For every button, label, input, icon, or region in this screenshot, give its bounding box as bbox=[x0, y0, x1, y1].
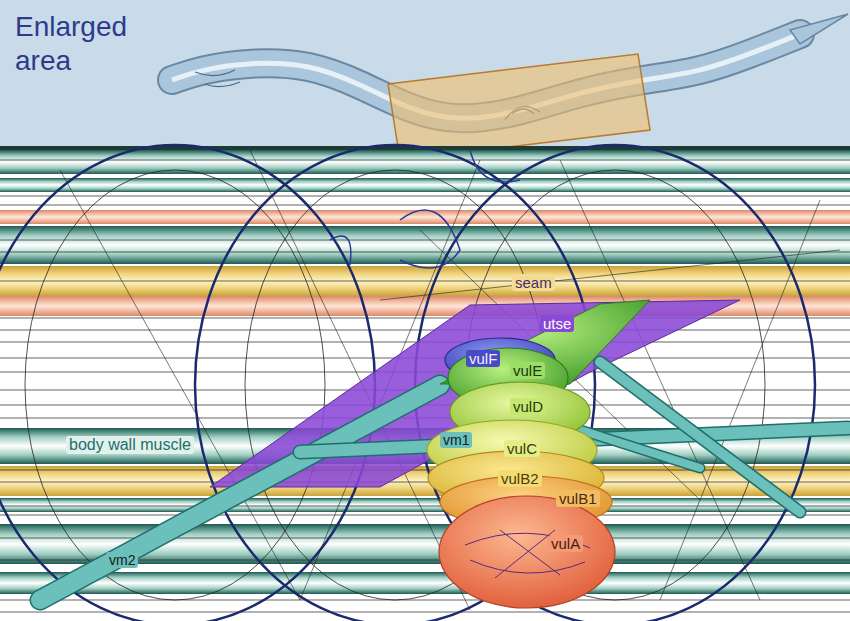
body-band bbox=[0, 226, 850, 264]
guide-line bbox=[0, 252, 850, 253]
guide-line bbox=[0, 538, 850, 539]
part-label: vulA bbox=[548, 535, 583, 552]
construction-line bbox=[660, 200, 820, 600]
guide-line bbox=[0, 281, 850, 282]
body-band bbox=[0, 572, 850, 594]
guide-line bbox=[0, 330, 850, 331]
part-label: body wall muscle bbox=[66, 436, 194, 454]
part-label: vulD bbox=[510, 398, 546, 415]
part-label: vulC bbox=[504, 440, 540, 457]
part-label: vulF bbox=[466, 350, 500, 367]
body-band bbox=[0, 466, 850, 496]
guide-line bbox=[0, 196, 850, 197]
part-label: vm2 bbox=[106, 552, 138, 568]
vm1-muscle-fill bbox=[600, 362, 800, 512]
part-label: vulB1 bbox=[556, 490, 600, 507]
body-band bbox=[0, 150, 850, 174]
worm-pharynx bbox=[195, 70, 240, 87]
body-band bbox=[0, 498, 850, 512]
part-label: utse bbox=[540, 315, 574, 332]
guide-line bbox=[0, 318, 850, 319]
body-band bbox=[0, 178, 850, 192]
vm1-muscle bbox=[600, 362, 800, 512]
guide-line bbox=[0, 160, 850, 161]
cross-section-ring bbox=[0, 145, 375, 621]
vm2-muscle-fill bbox=[40, 385, 440, 600]
vm1-muscle-edge bbox=[600, 362, 800, 512]
vm2-muscle bbox=[40, 385, 440, 600]
panel-heading: Enlarged area bbox=[12, 10, 168, 77]
guide-line bbox=[0, 612, 850, 613]
vm2-muscle-edge bbox=[40, 385, 440, 600]
guide-lines bbox=[0, 160, 850, 612]
part-label: vm1 bbox=[440, 432, 472, 448]
cylinder-sections bbox=[0, 145, 840, 621]
guide-line bbox=[0, 506, 850, 507]
body-band bbox=[0, 210, 850, 224]
vulva-cells bbox=[427, 300, 650, 608]
part-label: vulB2 bbox=[498, 470, 542, 487]
vulval-cell-ring bbox=[439, 496, 615, 608]
cross-section-ring bbox=[415, 145, 815, 621]
guide-line bbox=[0, 482, 850, 483]
cell-outline bbox=[330, 150, 520, 268]
construction-line bbox=[380, 250, 840, 300]
guide-line bbox=[0, 205, 850, 206]
part-label: vulE bbox=[510, 362, 545, 379]
guide-line bbox=[0, 240, 850, 241]
worm-tail bbox=[790, 14, 848, 44]
vulA-detail bbox=[465, 530, 590, 578]
part-label: seam bbox=[512, 274, 555, 291]
guide-line bbox=[0, 600, 850, 601]
body-bands bbox=[0, 150, 850, 594]
guide-line bbox=[0, 470, 850, 471]
